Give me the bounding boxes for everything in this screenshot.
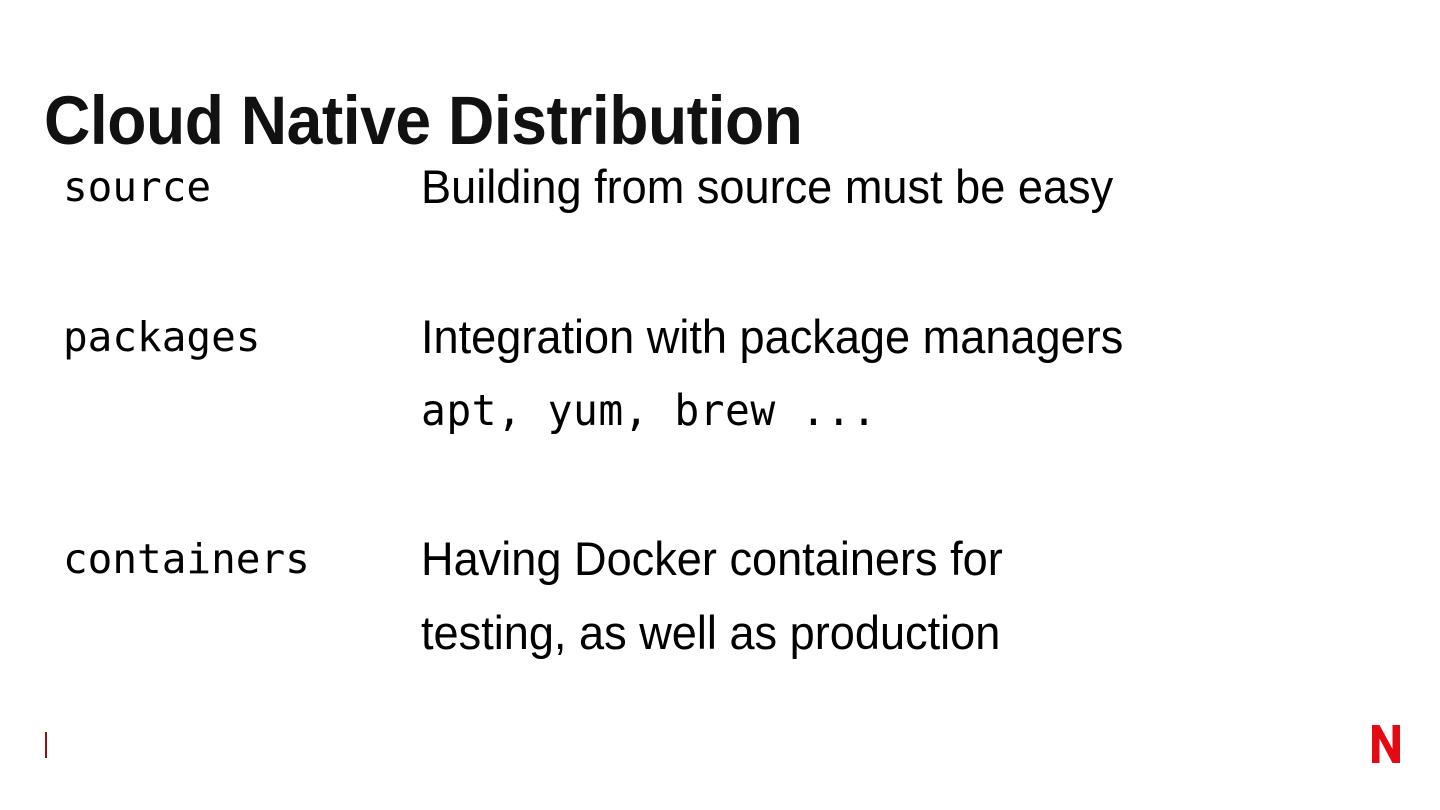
list-item: packages Integration with package manage… (0, 300, 1440, 522)
term-source: source (63, 163, 212, 211)
description-line-code: apt, yum, brew ... (421, 386, 877, 436)
description-line: Building from source must be easy (421, 160, 1114, 213)
description-containers: Having Docker containers for testing, as… (421, 522, 1399, 670)
footer-tick-mark (45, 732, 47, 758)
description-line: testing, as well as production (421, 606, 1001, 659)
page-title: Cloud Native Distribution (44, 82, 803, 160)
term-packages: packages (63, 313, 261, 361)
description-source: Building from source must be easy (421, 150, 1399, 224)
list-item: containers Having Docker containers for … (0, 522, 1440, 692)
netflix-n-logo (1372, 725, 1400, 763)
description-packages: Integration with package managers apt, y… (421, 300, 1399, 448)
list-item: source Building from source must be easy (0, 150, 1440, 300)
description-line: Having Docker containers for (421, 532, 1003, 585)
description-line: Integration with package managers (421, 310, 1124, 363)
term-containers: containers (63, 535, 310, 583)
definition-list: source Building from source must be easy… (0, 150, 1440, 692)
